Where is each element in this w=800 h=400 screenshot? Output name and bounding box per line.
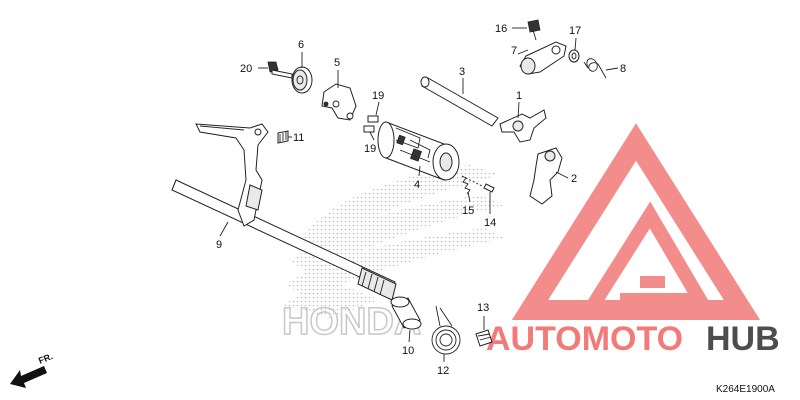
callout-2: 2 <box>571 173 577 185</box>
callout-8: 8 <box>620 63 626 75</box>
front-arrow-icon <box>10 366 47 388</box>
part-11-pin <box>277 130 289 144</box>
leader-lines <box>219 27 619 362</box>
front-direction-label: FR. <box>37 351 54 366</box>
callout-7: 7 <box>511 45 517 57</box>
part-10-collar <box>390 296 422 330</box>
callout-17: 17 <box>569 25 581 37</box>
callout-15: 15 <box>462 205 474 217</box>
callout-12: 12 <box>437 365 449 377</box>
callout-19-top: 19 <box>372 90 384 102</box>
callout-labels: 6 20 5 19 19 3 1 2 16 7 17 8 11 4 15 14 … <box>216 23 626 377</box>
front-direction-indicator: FR. <box>10 351 54 388</box>
part-5-segment <box>321 83 357 121</box>
site-logo-watermark <box>511 123 761 320</box>
brand-wing-watermark <box>282 165 505 318</box>
callout-9: 9 <box>216 239 222 251</box>
callout-10: 10 <box>402 345 414 357</box>
part-17-collar <box>568 49 580 63</box>
callout-20: 20 <box>240 63 252 75</box>
part-16-bolt <box>527 19 541 41</box>
part-4-shift-drum <box>377 121 460 181</box>
site-watermark-hub: HUB <box>706 320 780 358</box>
callout-6: 6 <box>298 39 304 51</box>
part-7-stopper-arm <box>519 41 567 75</box>
part-6-stopper-arm <box>291 66 313 94</box>
part-3-fork-shaft <box>420 76 499 127</box>
site-watermark-auto: AUTOMOTO <box>486 320 683 358</box>
part-2-shift-fork <box>529 147 563 205</box>
part-1-shift-fork <box>499 109 547 143</box>
part-12-return-spring <box>431 305 461 355</box>
part-20-bolt <box>267 61 293 79</box>
callout-4: 4 <box>414 179 420 191</box>
part-15-spring <box>461 175 483 195</box>
callout-1: 1 <box>516 90 522 102</box>
callout-5: 5 <box>334 57 340 69</box>
callout-11: 11 <box>293 132 304 144</box>
part-8-spring <box>583 58 607 79</box>
part-19-pins <box>363 115 379 133</box>
callout-13: 13 <box>477 302 489 314</box>
part-13-pin-bolt <box>475 329 493 347</box>
diagram-code: K264E1900A <box>716 384 775 395</box>
callout-16: 16 <box>495 23 507 35</box>
callout-3: 3 <box>459 66 465 78</box>
callout-19-bottom: 19 <box>364 143 376 155</box>
callout-14: 14 <box>484 217 496 229</box>
part-14-pin <box>483 183 495 193</box>
